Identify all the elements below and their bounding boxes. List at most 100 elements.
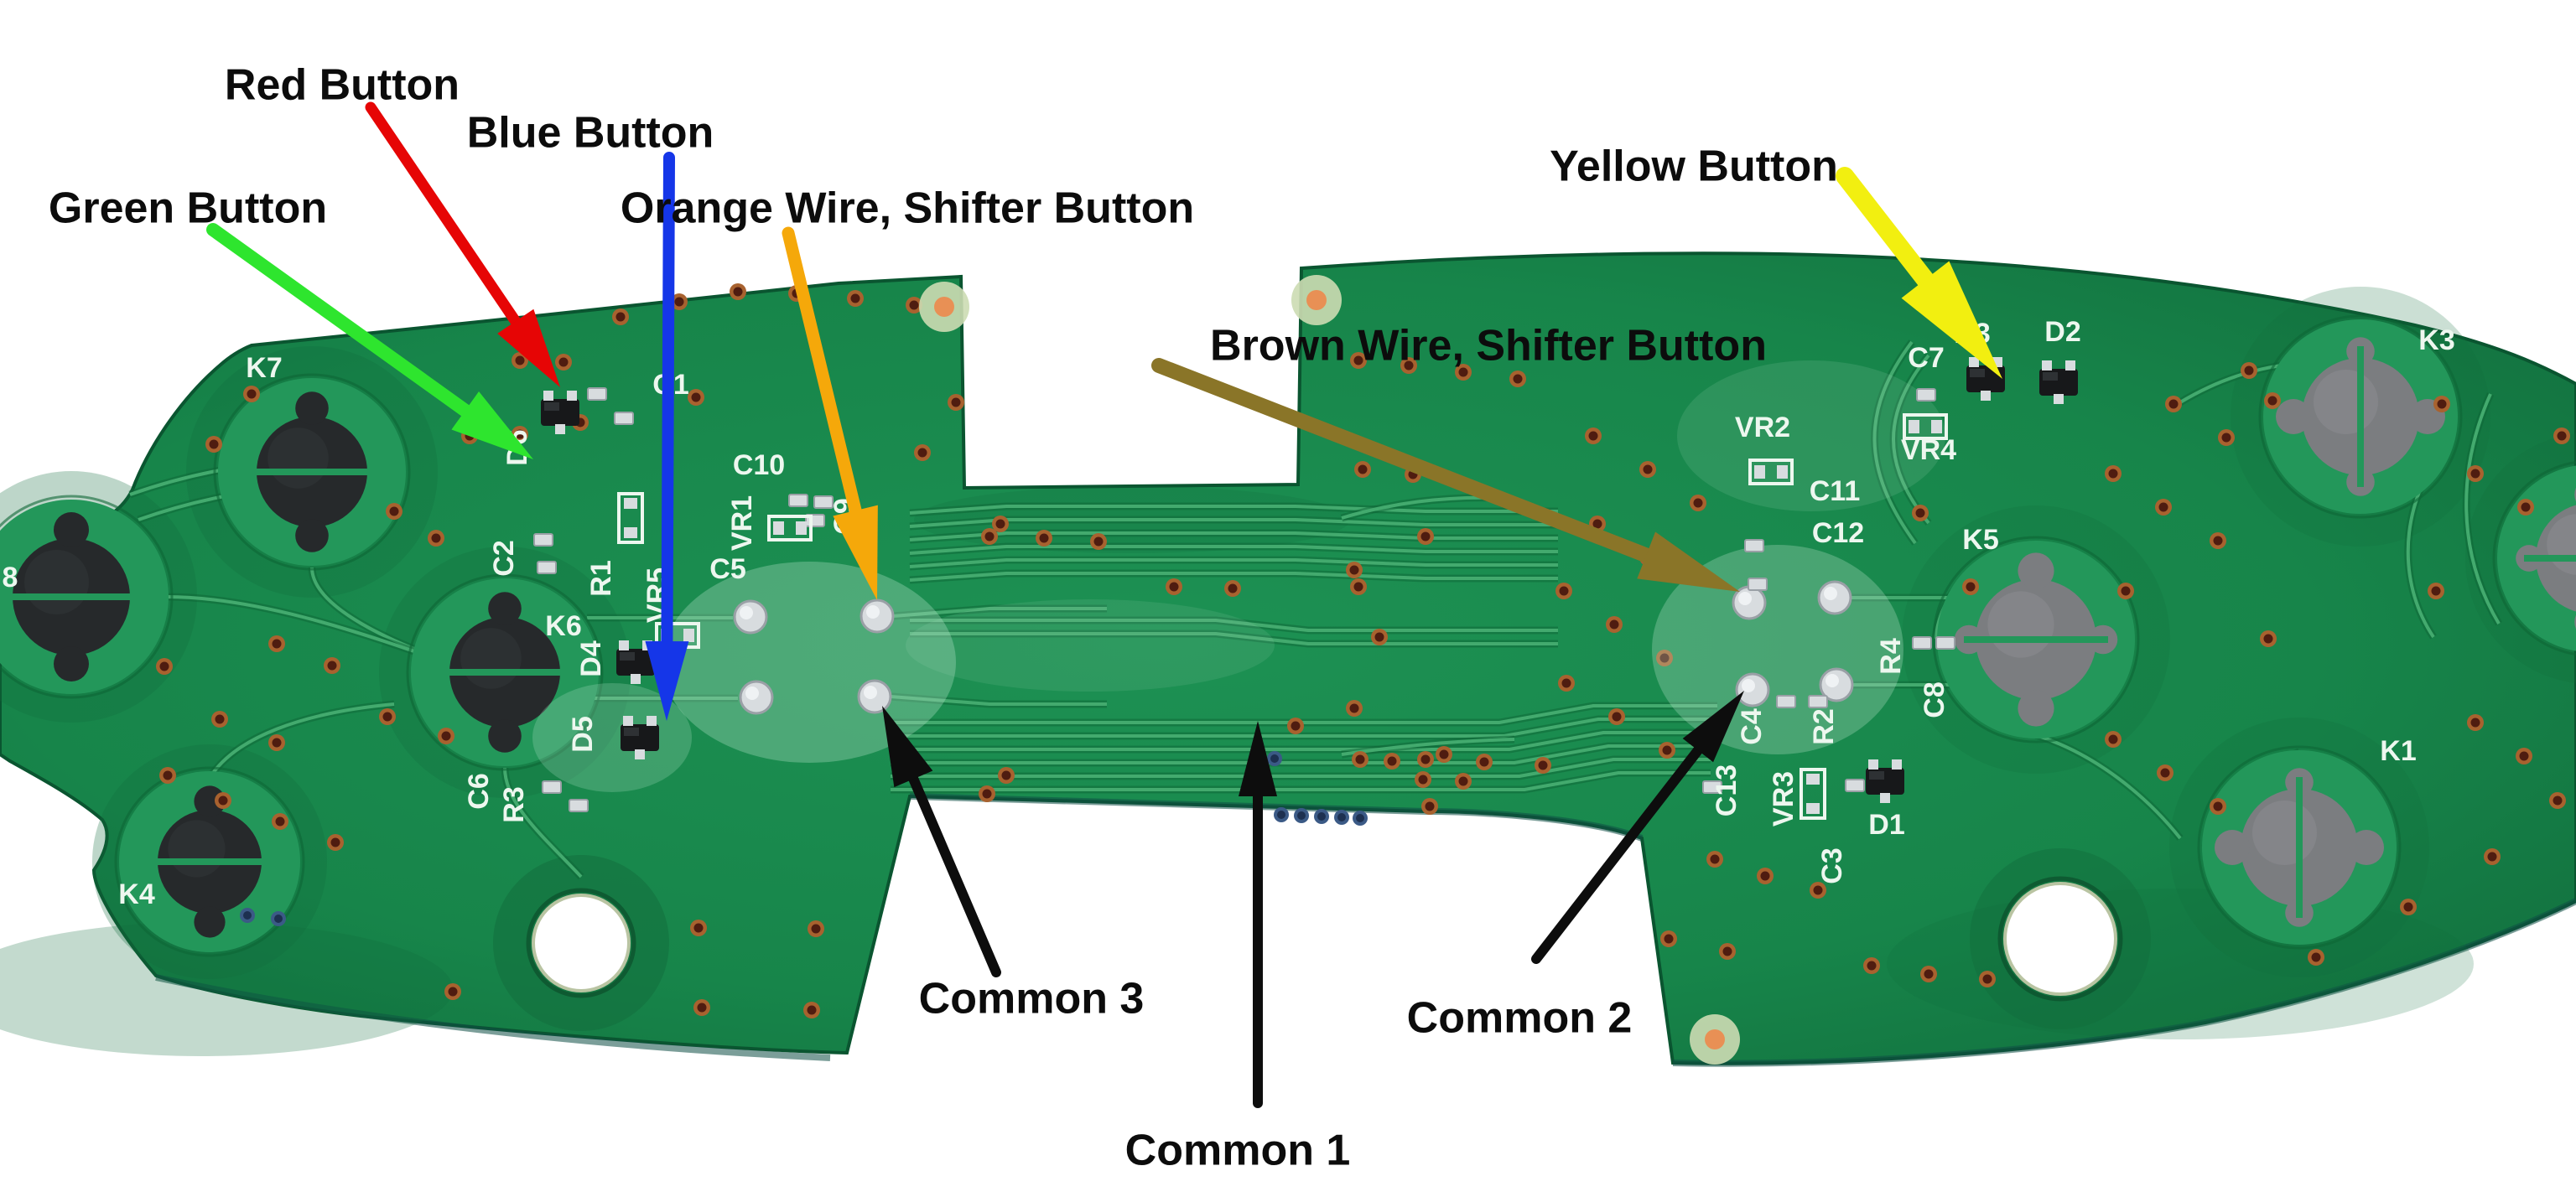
via-hole bbox=[247, 389, 257, 399]
via-hole bbox=[733, 287, 743, 297]
silkscreen-label: K6 bbox=[545, 610, 581, 642]
button-pad-K6 bbox=[406, 573, 604, 771]
via-hole bbox=[382, 712, 392, 722]
via-hole bbox=[1358, 464, 1368, 474]
via-hole bbox=[215, 714, 225, 724]
annotation-label: Red Button bbox=[225, 61, 460, 110]
annotation-label: Blue Button bbox=[467, 109, 714, 158]
annotation-arrow-shaft bbox=[365, 101, 524, 331]
via-hole bbox=[1353, 582, 1363, 592]
transistor-leg bbox=[635, 749, 645, 759]
annotation-green-button: Green Button bbox=[49, 184, 533, 459]
silkscreen-label: K5 bbox=[1962, 524, 1998, 556]
via-hole bbox=[1664, 934, 1674, 944]
pad-split-gap bbox=[2296, 777, 2303, 918]
pad-nub-left bbox=[2215, 830, 2250, 865]
pad-split-gap bbox=[1, 593, 142, 600]
pad-nub-top bbox=[194, 785, 226, 817]
annotation-label: Green Button bbox=[49, 184, 327, 233]
button-pad-sheen bbox=[24, 550, 89, 614]
via-hole bbox=[1420, 531, 1431, 542]
component-outline-box bbox=[767, 515, 813, 542]
via-hole bbox=[1353, 355, 1363, 365]
annotation-label: Common 2 bbox=[1407, 994, 1633, 1043]
chip-component bbox=[1776, 695, 1796, 708]
annotation-arrow-shaft bbox=[206, 223, 476, 421]
annotation-brown-wire: Brown Wire, Shifter Button bbox=[1151, 322, 1767, 592]
via-hole bbox=[2403, 902, 2413, 912]
chip-component bbox=[788, 494, 808, 507]
coating-patch bbox=[1677, 360, 1945, 511]
via-hole bbox=[209, 439, 219, 449]
via-hole bbox=[995, 519, 1005, 529]
trace-line bbox=[891, 731, 1711, 751]
silkscreen-label: C13 bbox=[1711, 764, 1742, 816]
via-hole bbox=[330, 837, 340, 847]
button-pad-sheen bbox=[460, 628, 522, 689]
trace-line bbox=[2464, 393, 2501, 625]
transistor-sheen bbox=[1970, 369, 1985, 377]
button-pad-ring-outline bbox=[1932, 536, 2140, 744]
transistor-leg bbox=[619, 640, 629, 650]
transistor-leg bbox=[1868, 759, 1878, 770]
annotation-arrow-shaft bbox=[1836, 167, 1938, 293]
transistor-leg bbox=[555, 424, 565, 434]
silkscreen-label: C12 bbox=[1812, 517, 1864, 549]
via-hole bbox=[850, 293, 860, 303]
via-hole bbox=[2160, 768, 2170, 778]
transistor-leg bbox=[2054, 394, 2064, 404]
via-hole bbox=[693, 923, 704, 933]
via-hole bbox=[2244, 365, 2254, 376]
via-hole bbox=[917, 448, 927, 458]
via-hole bbox=[558, 357, 569, 367]
annotation-arrow-head bbox=[882, 706, 933, 788]
silkscreen-label: VR2 bbox=[1735, 412, 1790, 443]
via-hole bbox=[327, 661, 337, 671]
transistor-sheen bbox=[544, 402, 559, 411]
annotation-arrow-head bbox=[451, 391, 533, 459]
annotation-arrow-head bbox=[1901, 261, 2002, 379]
transistor-sheen bbox=[2043, 372, 2058, 381]
via-hole bbox=[2311, 952, 2321, 962]
trace-line bbox=[909, 518, 1558, 528]
chip-component bbox=[537, 561, 557, 574]
trace-line bbox=[909, 572, 1558, 582]
pad-nub-top bbox=[2018, 552, 2054, 589]
via-hole bbox=[807, 1005, 817, 1015]
solder-pad-shine bbox=[740, 606, 753, 619]
pad-split-gap bbox=[1964, 636, 2108, 643]
pad-nub-left bbox=[2276, 399, 2311, 434]
via-hole bbox=[1001, 770, 1011, 780]
via-hole bbox=[1387, 756, 1397, 766]
annotation-label: Yellow Button bbox=[1550, 142, 1838, 191]
box-pad bbox=[1931, 420, 1942, 433]
pad-split-gap bbox=[146, 858, 273, 865]
via-hole bbox=[2487, 852, 2497, 862]
via-hole bbox=[2437, 399, 2447, 409]
chip-component bbox=[1916, 388, 1936, 402]
annotation-arrow-shaft bbox=[1531, 741, 1706, 964]
button-pad-sheen bbox=[2314, 370, 2378, 434]
via-hole bbox=[1425, 801, 1435, 811]
chip-component bbox=[542, 780, 562, 794]
via-hole bbox=[2108, 734, 2118, 744]
button-pad-K8 bbox=[0, 495, 174, 699]
box-pad bbox=[683, 629, 694, 642]
button-pad-ring-outline bbox=[2492, 460, 2576, 656]
via-hole bbox=[1924, 969, 1934, 979]
via-hole bbox=[1662, 745, 1672, 755]
pad-split-gap bbox=[2524, 555, 2576, 562]
transistor-leg bbox=[1969, 357, 1979, 367]
silkscreen-labels: K78K6K4D6C1C2C10R1VR5VR1C9C5D4D5C6R3VR2C… bbox=[3, 316, 2455, 910]
chip-component bbox=[1912, 636, 1932, 650]
annotation-arrow-shaft bbox=[782, 226, 864, 522]
trace-line bbox=[891, 771, 1711, 791]
transistor-sheen bbox=[620, 652, 635, 661]
trace-line bbox=[910, 632, 1558, 645]
via-hole bbox=[1592, 519, 1602, 529]
transistor-leg bbox=[631, 674, 641, 684]
silkscreen-label: VR1 bbox=[726, 495, 758, 551]
drill-hole bbox=[2003, 882, 2117, 996]
via-hole bbox=[515, 429, 525, 439]
